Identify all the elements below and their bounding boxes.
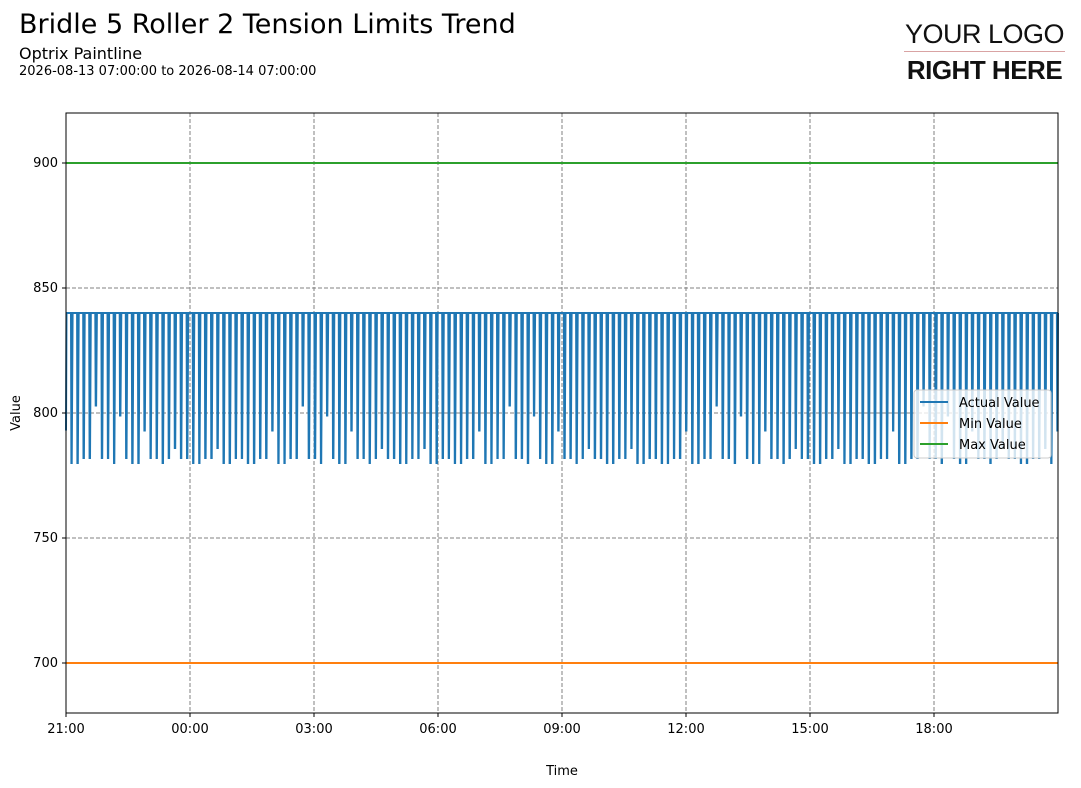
legend-box: [913, 389, 1052, 459]
y-tick-label: 750: [33, 531, 58, 546]
logo-divider: [904, 51, 1065, 52]
x-tick-label: 03:00: [295, 722, 332, 737]
x-axis-label: Time: [545, 764, 578, 779]
page-subtitle: Optrix Paintline: [19, 44, 143, 63]
x-tick-label: 12:00: [667, 722, 704, 737]
logo: YOUR LOGO RIGHT HERE: [904, 18, 1065, 88]
x-tick-label: 21:00: [47, 722, 84, 737]
legend-label: Min Value: [959, 417, 1022, 432]
y-tick-label: 700: [33, 656, 58, 671]
y-tick-label: 850: [33, 281, 58, 296]
x-tick-label: 00:00: [171, 722, 208, 737]
logo-line-1: YOUR LOGO: [904, 19, 1065, 49]
grid: [66, 113, 1058, 713]
y-tick-label: 900: [33, 156, 58, 171]
logo-line-2: RIGHT HERE: [906, 55, 1063, 85]
legend-label: Actual Value: [959, 396, 1040, 411]
date-range: 2026-08-13 07:00:00 to 2026-08-14 07:00:…: [19, 64, 317, 79]
x-tick-label: 15:00: [791, 722, 828, 737]
x-tick-label: 06:00: [419, 722, 456, 737]
series-line-actual-value: [65, 312, 1059, 464]
y-axis-label: Value: [9, 395, 24, 431]
x-tick-label: 09:00: [543, 722, 580, 737]
series-layer: [65, 162, 1059, 664]
y-tick-label: 800: [33, 406, 58, 421]
legend-label: Max Value: [959, 438, 1026, 453]
page-title: Bridle 5 Roller 2 Tension Limits Trend: [19, 9, 516, 40]
x-tick-label: 18:00: [915, 722, 952, 737]
axis-ticks: 700 750 800 850 900 21:00 00:00 03:00 06:00 09:00…: [33, 156, 953, 737]
